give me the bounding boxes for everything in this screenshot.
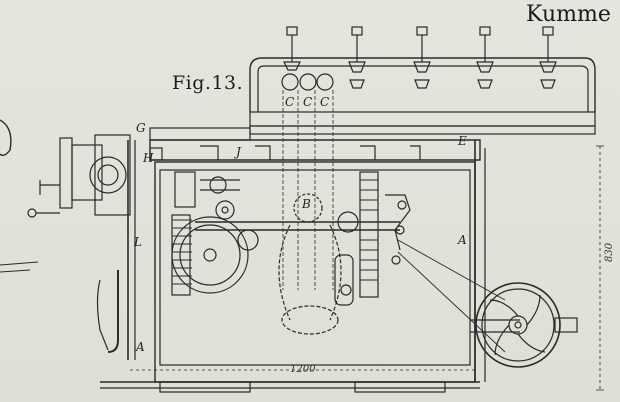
figure-label: Fig.13. [172,72,244,94]
label-c2: C [303,95,313,109]
label-c3: C [320,95,330,109]
label-a-right: A [458,233,467,247]
label-c1: C [285,95,295,109]
dimension-width: 1200 [290,364,316,375]
label-l: L [134,235,142,249]
plate-title-fragment: Kumme [526,2,611,27]
label-e: E [458,134,467,148]
dimension-height: 830 [604,242,615,262]
label-h: H [143,151,154,165]
screw-posts [283,26,557,89]
label-a-left: A [136,340,145,354]
label-g: G [136,121,146,135]
label-j: J [236,145,241,159]
label-b: B [302,197,311,211]
